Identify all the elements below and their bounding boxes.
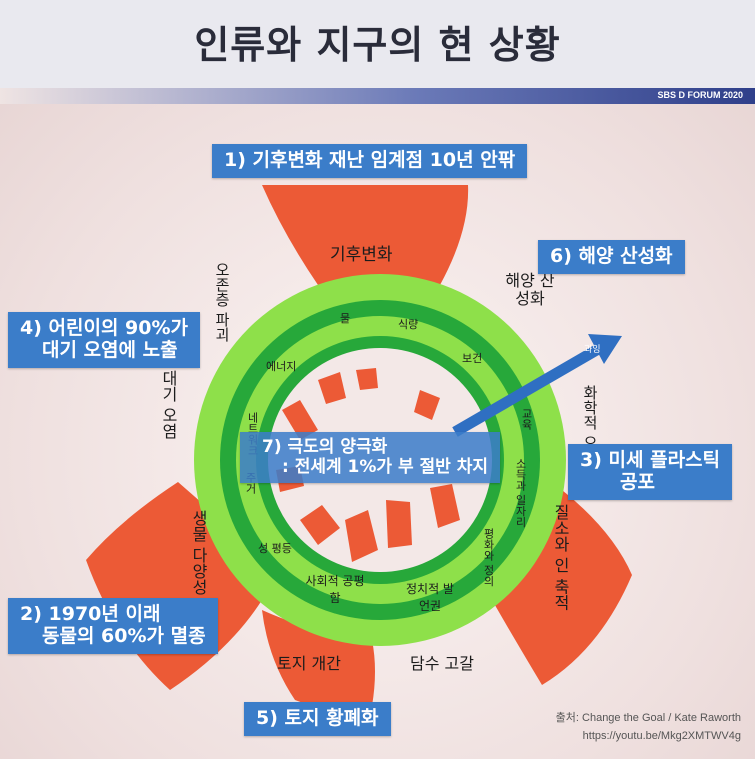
outer-label-ozone: 오존층 파괴 <box>213 262 231 342</box>
outer-label-nitrogen: 질소와 인 축적 <box>551 504 570 611</box>
shortfall-9 <box>414 390 440 420</box>
callout-bio-line2: 동물의 60%가 멸종 <box>42 624 206 647</box>
ring-label-equity: 사회적 공평함 <box>305 574 365 605</box>
callout-bio-line1: 2) 1970년 이래 <box>20 603 161 625</box>
ring-label-water: 물 <box>340 312 351 325</box>
page-title: 인류와 지구의 현 상황 <box>194 23 561 67</box>
callout-air-line2: 대기 오염에 노출 <box>42 338 178 361</box>
ring-label-energy: 에너지 <box>266 360 297 373</box>
wedge-climate <box>262 185 469 285</box>
ring-label-health: 보건 <box>462 352 483 365</box>
callout-air-pollution: 4) 어린이의 90%가 대기 오염에 노출 <box>8 312 201 368</box>
ring-label-peace: 평화와 정의 <box>482 528 495 587</box>
callout-ocean-acidification: 6) 해양 산성화 <box>538 240 685 274</box>
callout-plastic-line2: 공포 <box>620 470 655 493</box>
callout-microplastic: 3) 미세 플라스틱 공포 <box>568 444 733 500</box>
shortfall-7 <box>386 500 412 548</box>
shortfall-2 <box>318 372 346 404</box>
callout-plastic-line1: 3) 미세 플라스틱 <box>580 449 721 471</box>
overshoot-arrow-head <box>588 334 622 364</box>
shortfall-6 <box>345 510 378 562</box>
outer-label-land: 토지 개간 <box>277 654 341 673</box>
shortfall-8 <box>430 484 460 528</box>
callout-inequality-line2: : 전세계 1%가 부 절반 차지 <box>282 456 489 477</box>
callout-climate: 1) 기후변화 재난 임계점 10년 안팎 <box>212 144 528 178</box>
outer-label-air: 대기 오염 <box>159 370 178 440</box>
source-note: 출처: Change the Goal / Kate Raworth https… <box>556 710 741 745</box>
shortfall-3 <box>282 400 318 440</box>
callout-biodiversity: 2) 1970년 이래 동물의 60%가 멸종 <box>8 598 218 654</box>
ring-label-gender: 성 평등 <box>258 542 292 555</box>
callout-inequality: 7) 극도의 양극화 : 전세계 1%가 부 절반 차지 <box>240 432 501 484</box>
outer-label-ocean: 해양 산성화 <box>505 271 555 308</box>
source-line1: 출처: Change the Goal / Kate Raworth <box>555 712 741 724</box>
overshoot-arrow-line <box>452 343 603 437</box>
brand-text: SBS D FORUM 2020 <box>657 90 743 100</box>
callout-land-degradation: 5) 토지 황폐화 <box>244 702 391 736</box>
ring-label-food: 식량 <box>398 318 419 331</box>
outer-label-climate: 기후변화 <box>330 245 393 265</box>
ring-label-income: 소득과 일자리 <box>514 458 527 528</box>
callout-inequality-line1: 7) 극도의 양극화 <box>262 437 388 457</box>
brand-bar <box>0 88 755 104</box>
wedge-land <box>262 610 375 708</box>
header-bar <box>0 0 755 88</box>
ring-label-political: 정치적 발언권 <box>406 582 454 613</box>
shortfall-1 <box>356 368 378 390</box>
arrow-label: 과잉 <box>584 345 601 355</box>
callout-air-line1: 4) 어린이의 90%가 <box>20 317 189 339</box>
source-line2: https://youtu.be/Mkg2XMTWV4g <box>582 729 741 742</box>
ring-label-education: 교육 <box>520 408 533 430</box>
outer-label-freshwater: 담수 고갈 <box>410 654 474 673</box>
shortfall-5 <box>300 505 340 545</box>
